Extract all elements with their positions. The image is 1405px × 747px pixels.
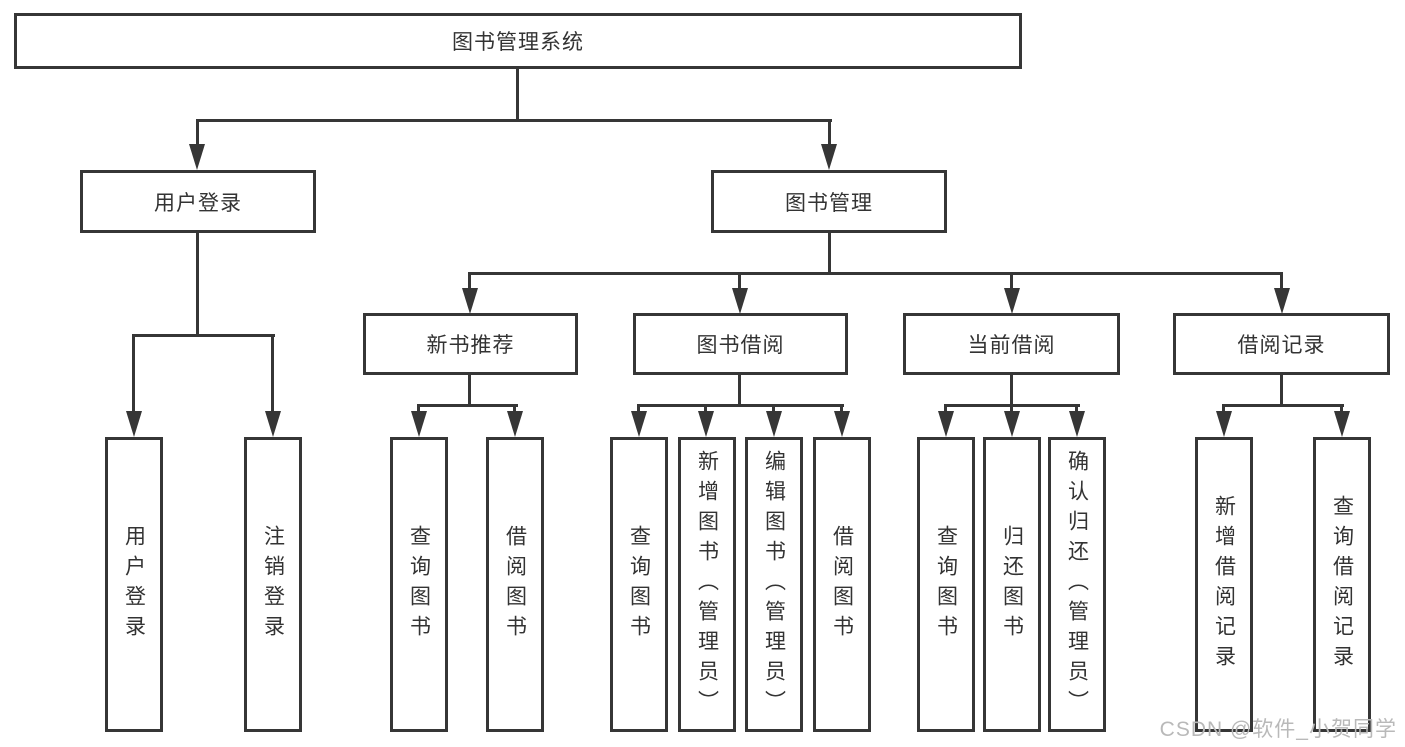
- leaf-label: 查询图书: [627, 524, 651, 645]
- arrow-down-icon: [411, 411, 427, 437]
- connector-level3-drop: [1010, 272, 1013, 290]
- leaf-borrow-query-books: 查询图书: [610, 437, 668, 732]
- connector-leaf-drop: [1075, 404, 1078, 414]
- arrow-down-icon: [265, 411, 281, 437]
- arrow-down-icon: [766, 411, 782, 437]
- leaf-label: 借阅图书: [830, 524, 854, 645]
- connector-root-stem: [516, 69, 519, 121]
- arrow-down-icon: [1004, 411, 1020, 437]
- leaf-label: 查询图书: [934, 524, 958, 645]
- leaf-recommend-query-books: 查询图书: [390, 437, 448, 732]
- leaf-current-query-books: 查询图书: [917, 437, 975, 732]
- arrow-down-icon: [126, 411, 142, 437]
- node-current-borrow: 当前借阅: [903, 313, 1120, 375]
- connector-group-stem: [1280, 375, 1283, 406]
- arrow-down-icon: [821, 144, 837, 170]
- connector-group-stem: [468, 375, 471, 406]
- arrow-down-icon: [1004, 288, 1020, 314]
- leaf-label: 注销登录: [261, 524, 285, 645]
- connector-user-login-bus: [132, 334, 275, 337]
- leaf-label: 确认归还（管理员）: [1065, 449, 1089, 720]
- arrow-down-icon: [938, 411, 954, 437]
- connector-leaf-drop: [1010, 404, 1013, 414]
- node-new-book-recommend: 新书推荐: [363, 313, 578, 375]
- arrow-down-icon: [507, 411, 523, 437]
- leaf-recommend-borrow-books: 借阅图书: [486, 437, 544, 732]
- node-book-borrow: 图书借阅: [633, 313, 848, 375]
- connector-level3-drop: [468, 272, 471, 290]
- leaf-logout: 注销登录: [244, 437, 302, 732]
- connector-level3-drop: [738, 272, 741, 290]
- connector-group-bus: [417, 404, 518, 407]
- connector-level3-bus: [468, 272, 1283, 275]
- arrow-down-icon: [1334, 411, 1350, 437]
- connector-leaf-drop: [637, 404, 640, 414]
- connector-group-stem: [738, 375, 741, 406]
- leaf-current-return-books: 归还图书: [983, 437, 1041, 732]
- connector-user-login-drop: [196, 119, 199, 146]
- arrow-down-icon: [462, 288, 478, 314]
- connector-leaf-drop: [271, 334, 274, 414]
- connector-leaf-drop: [944, 404, 947, 414]
- watermark: CSDN @软件_小贺同学: [1159, 718, 1397, 741]
- leaf-borrow-add-books-admin: 新增图书（管理员）: [678, 437, 736, 732]
- connector-leaf-drop: [132, 334, 135, 414]
- arrow-down-icon: [631, 411, 647, 437]
- leaf-record-add-borrow-record: 新增借阅记录: [1195, 437, 1253, 732]
- leaf-label: 用户登录: [122, 524, 146, 645]
- arrow-down-icon: [189, 144, 205, 170]
- connector-leaf-drop: [704, 404, 707, 414]
- connector-leaf-drop: [1340, 404, 1343, 414]
- connector-group-bus: [637, 404, 844, 407]
- arrow-down-icon: [1216, 411, 1232, 437]
- leaf-label: 编辑图书（管理员）: [762, 449, 786, 720]
- connector-leaf-drop: [1222, 404, 1225, 414]
- connector-level2-bus: [196, 119, 832, 122]
- connector-leaf-drop: [840, 404, 843, 414]
- node-library-system: 图书管理系统: [14, 13, 1022, 69]
- connector-book-mgmt-stem: [828, 233, 831, 274]
- leaf-borrow-edit-books-admin: 编辑图书（管理员）: [745, 437, 803, 732]
- connector-leaf-drop: [513, 404, 516, 414]
- leaf-label: 查询图书: [407, 524, 431, 645]
- leaf-borrow-borrow-books: 借阅图书: [813, 437, 871, 732]
- connector-leaf-drop: [417, 404, 420, 414]
- connector-group-bus: [1222, 404, 1344, 407]
- arrow-down-icon: [834, 411, 850, 437]
- leaf-label: 借阅图书: [503, 524, 527, 645]
- arrow-down-icon: [698, 411, 714, 437]
- connector-leaf-drop: [772, 404, 775, 414]
- node-borrow-record: 借阅记录: [1173, 313, 1390, 375]
- leaf-record-query-borrow-record: 查询借阅记录: [1313, 437, 1371, 732]
- arrow-down-icon: [1069, 411, 1085, 437]
- arrow-down-icon: [1274, 288, 1290, 314]
- connector-group-stem: [1010, 375, 1013, 406]
- connector-level3-drop: [1280, 272, 1283, 290]
- leaf-label: 新增借阅记录: [1212, 494, 1236, 675]
- leaf-label: 新增图书（管理员）: [695, 449, 719, 720]
- connector-user-login-stem: [196, 233, 199, 337]
- arrow-down-icon: [732, 288, 748, 314]
- leaf-user-login: 用户登录: [105, 437, 163, 732]
- node-user-login: 用户登录: [80, 170, 316, 233]
- node-book-management: 图书管理: [711, 170, 947, 233]
- connector-book-mgmt-drop: [828, 119, 831, 146]
- leaf-label: 归还图书: [1000, 524, 1024, 645]
- leaf-label: 查询借阅记录: [1330, 494, 1354, 675]
- leaf-current-confirm-return-admin: 确认归还（管理员）: [1048, 437, 1106, 732]
